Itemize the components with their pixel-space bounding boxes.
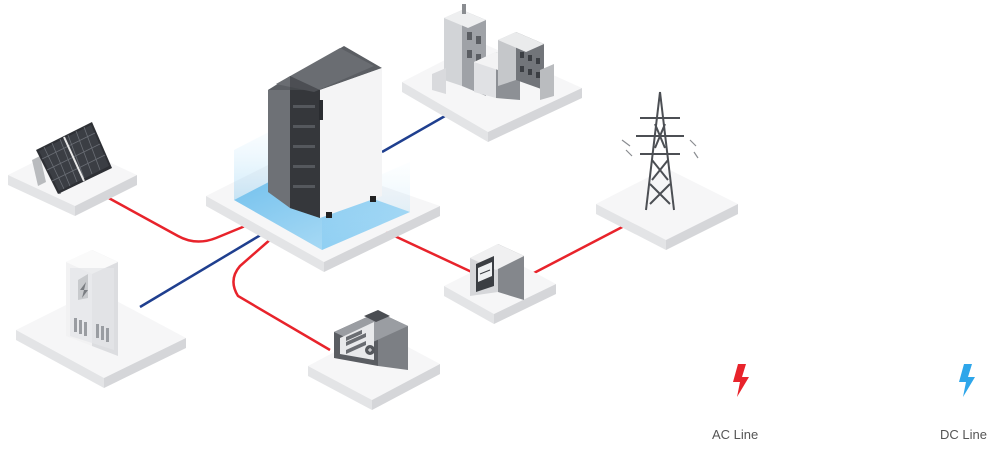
dc-lightning-bolt-icon <box>959 364 975 397</box>
battery-inverter <box>206 46 440 272</box>
ac-line-solar <box>104 194 251 243</box>
building-icon <box>432 4 554 100</box>
generator-icon <box>334 310 408 370</box>
ac-line-label: AC Line <box>712 427 759 442</box>
battery-inverter-icon <box>268 46 382 218</box>
buildings <box>402 4 582 142</box>
transmission-tower-icon <box>621 91 699 211</box>
dc-line-label: DC Line <box>940 427 987 442</box>
solar-panel-icon <box>32 122 112 195</box>
power-tower <box>596 91 738 250</box>
solar-panel <box>8 122 137 216</box>
ac-lightning-bolt-icon <box>733 364 749 397</box>
legend <box>733 364 975 397</box>
electrical-cabinet-icon <box>66 250 118 356</box>
energy-meter <box>444 244 556 324</box>
ac-line-tower <box>531 222 629 276</box>
generator <box>308 310 440 410</box>
ac-line-meter <box>385 230 477 276</box>
dc-line-cabinet <box>139 231 265 309</box>
distribution-cabinet <box>16 250 186 388</box>
meter-icon <box>470 244 524 300</box>
dc-line-buildings <box>381 110 453 154</box>
ac-line-generator <box>232 237 331 352</box>
connection-lines <box>104 110 629 352</box>
